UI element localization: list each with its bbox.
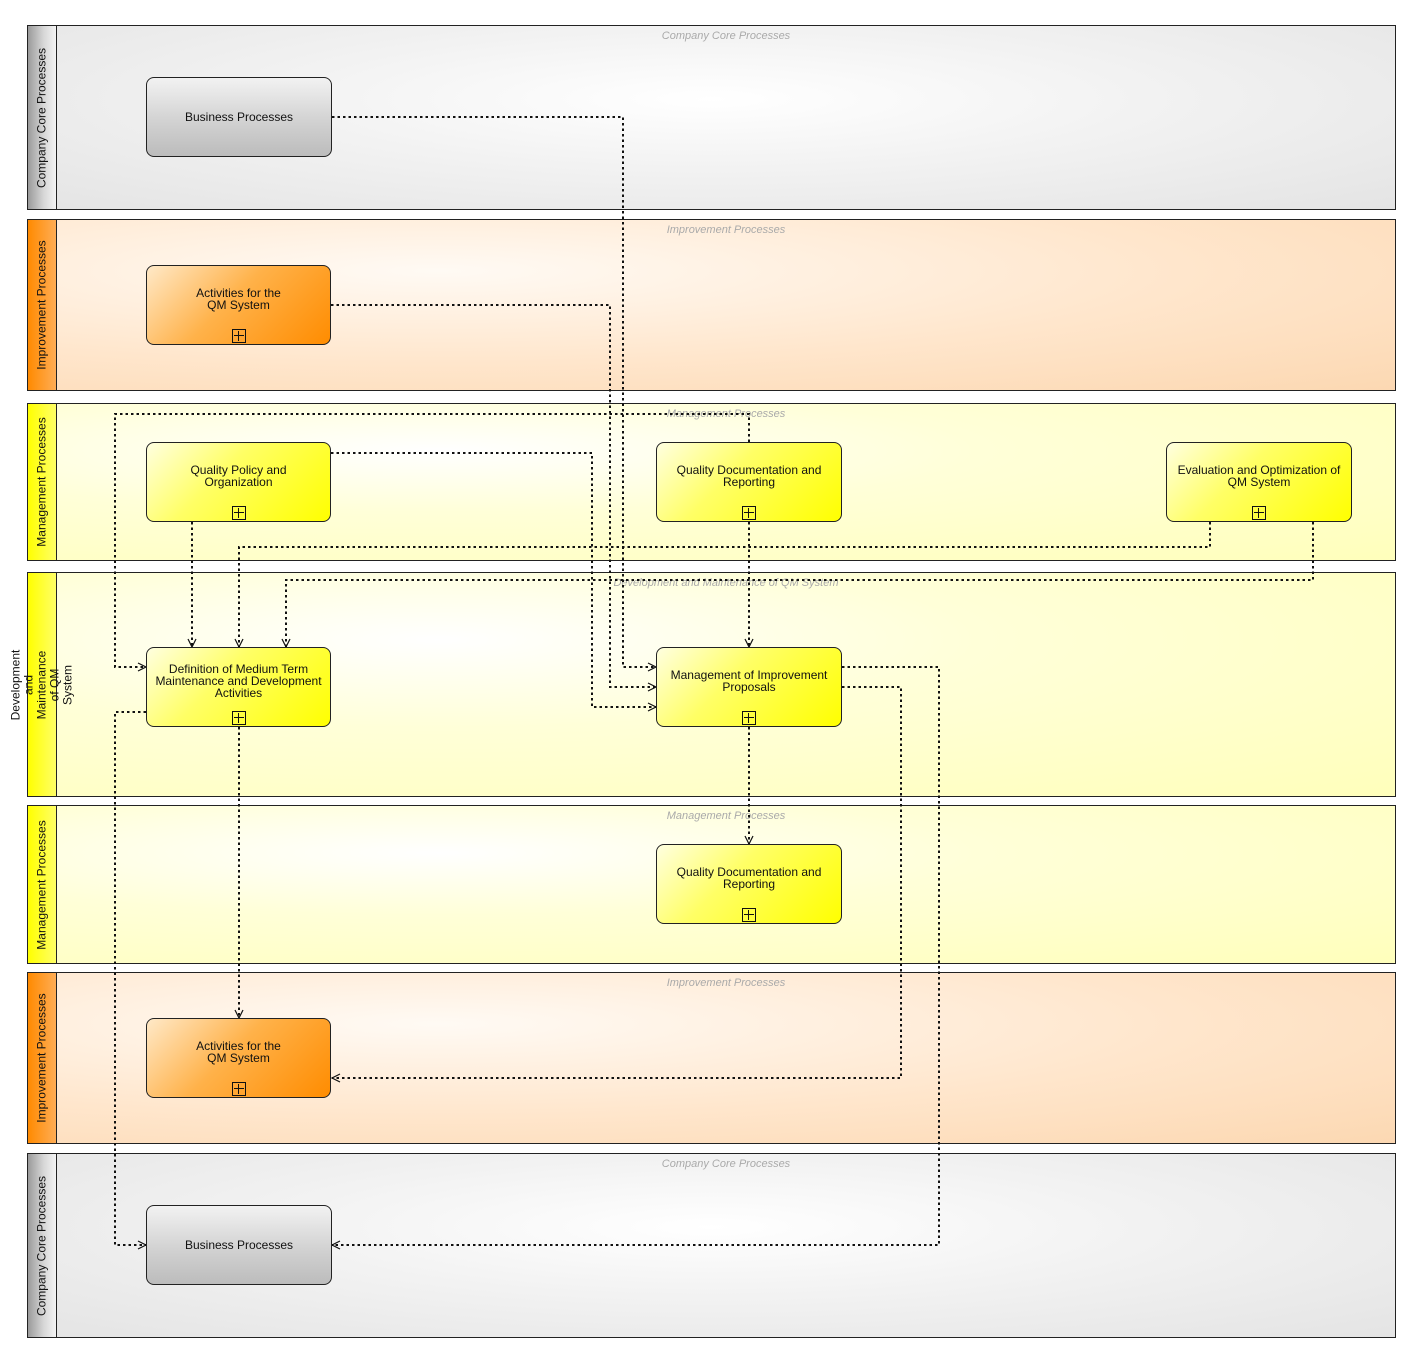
connector xyxy=(332,686,902,1079)
expand-icon[interactable] xyxy=(231,1082,246,1096)
lane-title: Company Core Processes xyxy=(661,1158,791,1170)
lane-title: Improvement Processes xyxy=(666,977,786,989)
connector xyxy=(332,666,940,1246)
expand-icon[interactable] xyxy=(742,711,756,725)
evaluation-optimization-box[interactable]: Evaluation and Optimization of QM System xyxy=(1166,442,1352,522)
expand-icon[interactable] xyxy=(1252,506,1266,520)
lane-title: Improvement Processes xyxy=(666,224,786,236)
expand-icon[interactable] xyxy=(231,506,246,520)
management-improvement-box[interactable]: Management of Improvement Proposals xyxy=(656,647,842,727)
lane-header: Development and Maintenance of QM System xyxy=(9,573,75,796)
lane-title: Company Core Processes xyxy=(661,30,791,42)
expand-icon[interactable] xyxy=(231,329,246,343)
connector xyxy=(285,522,1314,647)
quality-policy-box[interactable]: Quality Policy and Organization xyxy=(146,442,331,522)
arrowhead xyxy=(330,1240,341,1250)
connector xyxy=(331,304,656,688)
definition-medium-term-box[interactable]: Definition of Medium Term Maintenance an… xyxy=(146,647,331,727)
business-processes-box-top[interactable]: Business Processes xyxy=(146,77,332,157)
connector xyxy=(114,711,146,1246)
connector xyxy=(114,413,750,668)
connector xyxy=(331,452,656,708)
lane-header: Improvement Processes xyxy=(28,220,57,390)
lane-title: Management Processes xyxy=(666,810,786,822)
lane-header: Company Core Processes xyxy=(28,26,57,209)
lane-header: Improvement Processes xyxy=(28,973,57,1143)
activities-qm-system-box-bottom[interactable]: Activities for the QM System xyxy=(146,1018,331,1098)
lane-header: Management Processes xyxy=(28,806,57,963)
arrowhead xyxy=(330,1073,341,1083)
connector xyxy=(238,522,1211,647)
expand-icon[interactable] xyxy=(742,506,756,520)
business-processes-box-bottom[interactable]: Business Processes xyxy=(146,1205,332,1285)
lane-header: Company Core Processes xyxy=(28,1154,57,1337)
activities-qm-system-box-top[interactable]: Activities for the QM System xyxy=(146,265,331,345)
expand-icon[interactable] xyxy=(742,908,756,922)
lane-header: Management Processes xyxy=(28,404,57,560)
expand-icon[interactable] xyxy=(231,711,246,725)
quality-documentation-box-top[interactable]: Quality Documentation and Reporting xyxy=(656,442,842,522)
connector xyxy=(332,116,656,668)
quality-documentation-box-bottom[interactable]: Quality Documentation and Reporting xyxy=(656,844,842,924)
